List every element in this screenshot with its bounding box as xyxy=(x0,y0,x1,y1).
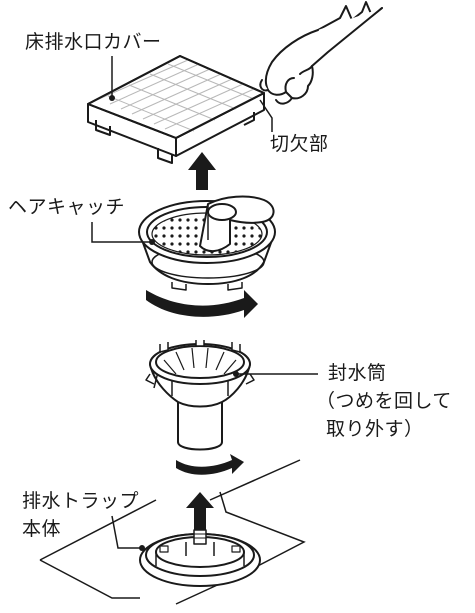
up-arrow-icon xyxy=(188,152,216,190)
leader-dot-water-seal xyxy=(233,371,239,377)
floor-drain-cover xyxy=(87,55,265,164)
water-seal-tube xyxy=(145,340,255,451)
label-floor-drain-cover: 床排水口カバー xyxy=(25,31,162,53)
label-notch: 切欠部 xyxy=(270,133,329,155)
leader-dot-cover xyxy=(109,95,115,101)
label-hair-catcher: ヘアキャッチ xyxy=(8,196,126,218)
leader-dot-trap-body xyxy=(139,545,145,551)
leader-line-hair-catcher xyxy=(91,222,150,243)
leader-line-notch xyxy=(259,99,273,132)
label-water-seal-note-line1: （つめを回して xyxy=(316,390,452,412)
leader-line-trap-body xyxy=(111,515,140,549)
label-trap-body-line2: 本体 xyxy=(22,518,62,540)
label-trap-body-line1: 排水トラップ xyxy=(22,490,140,512)
hair-catcher xyxy=(138,195,276,291)
label-water-seal-tube: 封水筒 xyxy=(328,362,387,384)
label-water-seal-note-line2: 取り外す） xyxy=(326,418,424,440)
gloved-hand-icon xyxy=(259,1,383,105)
up-arrow-icon xyxy=(186,492,214,530)
leader-dot-hair-catcher xyxy=(149,239,155,245)
rotate-arrow-icon xyxy=(146,290,258,318)
trap-body xyxy=(139,529,261,587)
rotate-arrow-icon xyxy=(176,454,244,475)
